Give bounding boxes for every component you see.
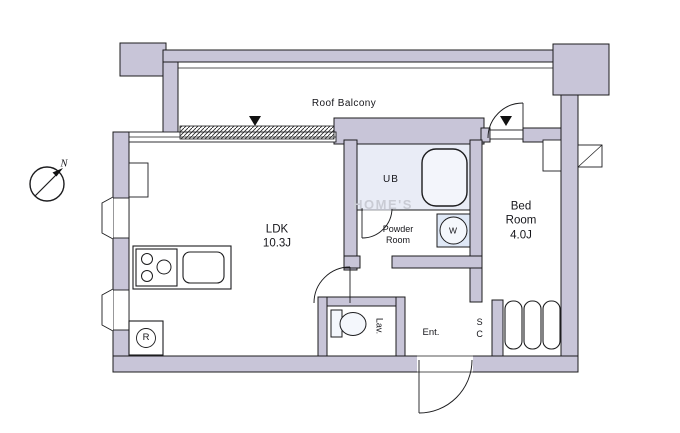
kitchen-counter	[132, 245, 232, 290]
casement-window-symbol-2	[101, 288, 114, 332]
room-label-powder-room: Powder Room	[382, 223, 414, 245]
entry-marker-icon	[249, 116, 261, 126]
windows	[101, 67, 553, 332]
entrance-opening	[417, 355, 473, 373]
column-box-ldk	[128, 162, 149, 198]
ldk-door-arc	[313, 266, 351, 304]
pipe-space-box	[577, 144, 603, 168]
compass-north-label: N	[60, 158, 68, 170]
washer-pan	[436, 213, 471, 248]
bedroom-balcony-door-arc	[487, 102, 524, 139]
watermark: HOME'S	[353, 196, 413, 212]
bedroom-closet-doors	[504, 300, 561, 350]
room-label-shoe-closet: SC	[474, 317, 485, 341]
column-box-bedroom	[542, 139, 562, 172]
kitchen-sink	[182, 251, 225, 284]
room-label-ldk: LDK 10.3J	[262, 223, 292, 250]
burner-icon	[141, 253, 153, 265]
refrigerator-box	[128, 320, 164, 356]
left-window-2	[112, 289, 130, 331]
room-label-roof-balcony: Roof Balcony	[311, 97, 377, 109]
bathtub	[421, 148, 468, 207]
ub-door-arc	[361, 207, 393, 239]
compass-icon	[29, 166, 65, 202]
entrance-door-arc	[418, 359, 473, 414]
left-window-1	[112, 197, 130, 239]
casement-window-symbol-1	[101, 196, 114, 240]
sliding-window-hatch	[179, 125, 335, 140]
room-label-ub: UB	[383, 173, 399, 185]
bedroom-door-threshold	[489, 129, 524, 140]
room-label-lavatory: Lav.	[374, 317, 385, 335]
washer-label: W	[448, 225, 458, 236]
entry-marker-icon	[500, 116, 512, 126]
room-label-entrance: Ent.	[422, 327, 440, 339]
refrigerator-label: R	[142, 332, 150, 344]
burner-icon	[141, 270, 153, 282]
room-label-bedroom: Bed Room 4.0J	[505, 200, 537, 242]
burner-icon	[156, 259, 172, 275]
toilet	[330, 309, 367, 338]
